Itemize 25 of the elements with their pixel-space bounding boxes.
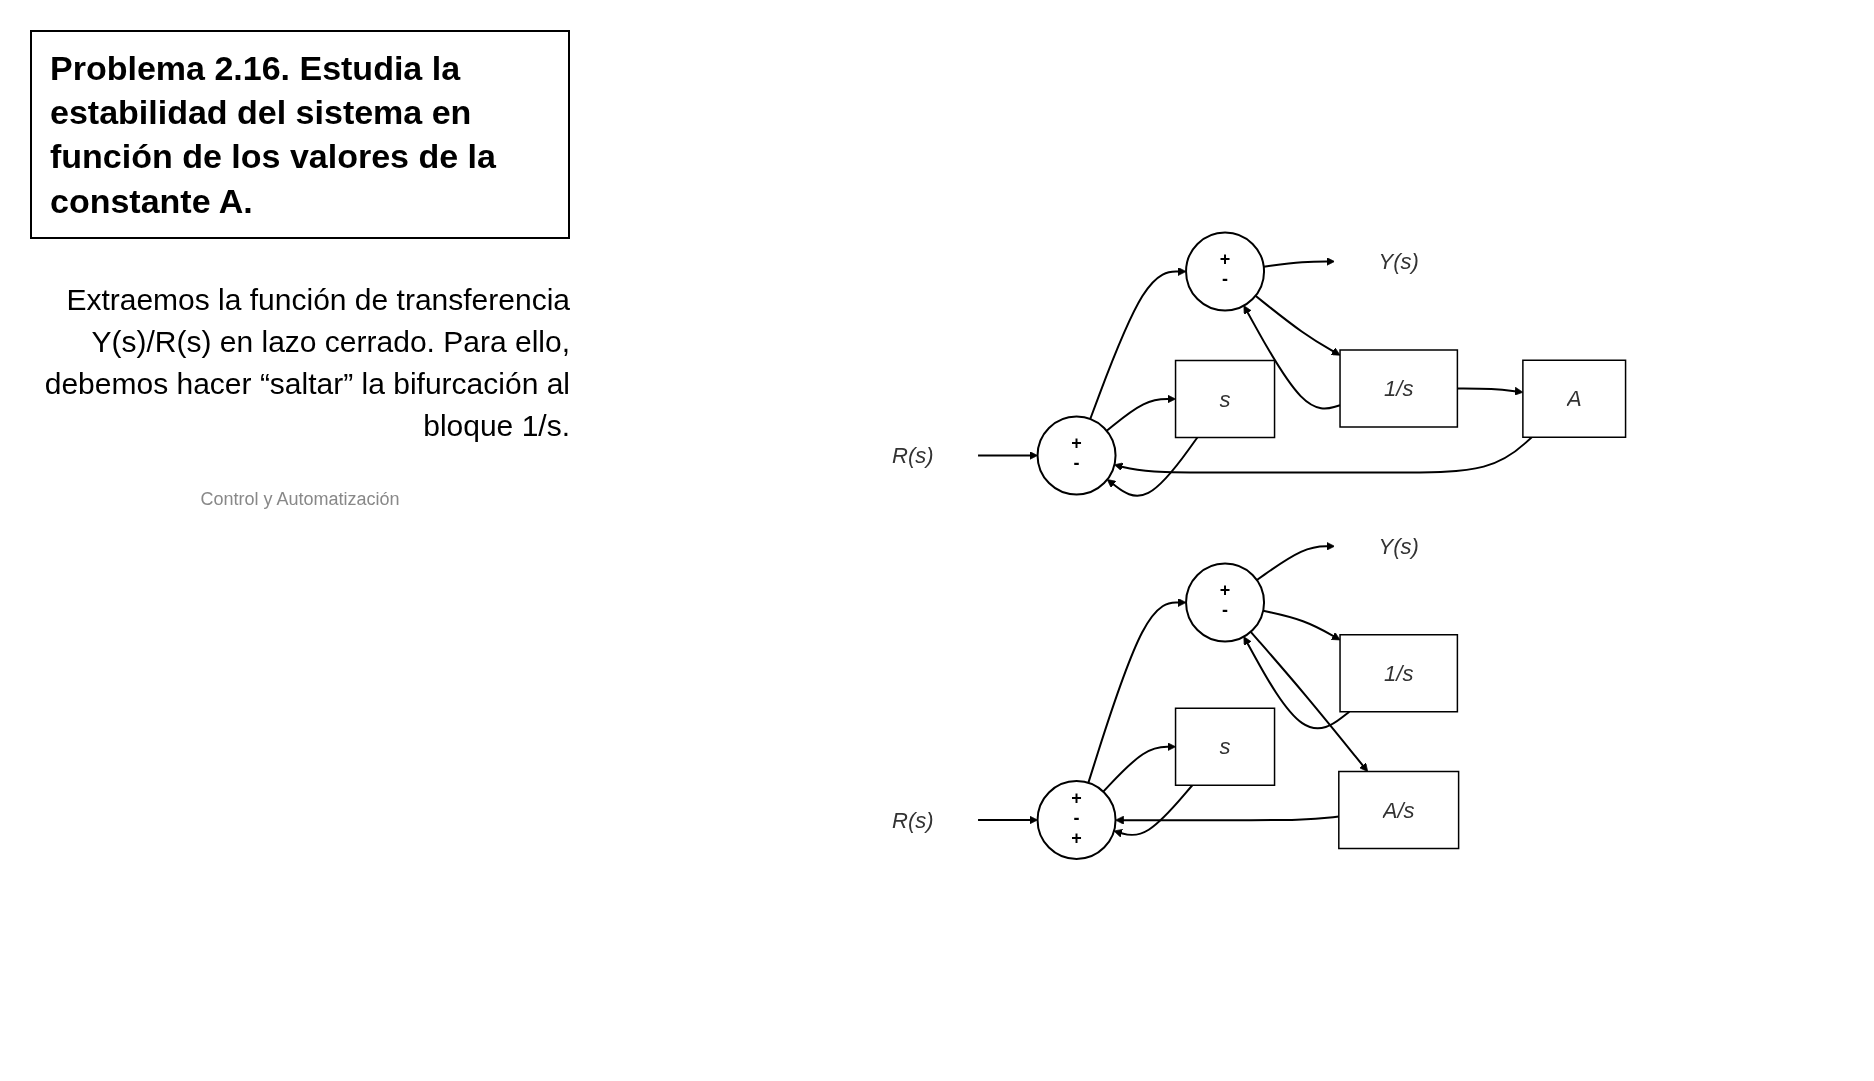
node-text: R(s) xyxy=(892,807,934,832)
node-text: R(s) xyxy=(892,442,934,468)
node-circle: + - xyxy=(1185,231,1266,311)
arrow xyxy=(1087,597,1187,784)
arrow xyxy=(1254,294,1341,356)
arrow xyxy=(1249,630,1369,772)
node-box: 1/s xyxy=(1339,633,1459,712)
node-box: 1/s xyxy=(1339,348,1459,428)
node-circle: + - xyxy=(1036,415,1117,495)
arrow xyxy=(1114,435,1533,473)
arrow xyxy=(1107,436,1199,497)
arrow xyxy=(1243,635,1351,729)
arrow xyxy=(1262,609,1341,640)
note-text: Extraemos la función de transferencia Y(s)/R(s) en lazo cerrado. Para ello, debemos hacer “saltar” la bifurcación al bloque 1/s. xyxy=(43,281,570,444)
node-box: s xyxy=(1175,707,1276,786)
node-box: s xyxy=(1175,359,1276,438)
footer-text: Control y Automatización xyxy=(199,487,401,511)
node-text: Y(s) xyxy=(1378,533,1420,559)
arrow xyxy=(1256,541,1336,581)
node-circle: + - xyxy=(1185,562,1266,642)
node-text: Y(s) xyxy=(1378,248,1420,274)
node-circle: + - + xyxy=(1036,779,1117,860)
arrow xyxy=(1113,783,1194,837)
arrow xyxy=(1089,266,1187,420)
problem-statement: Problema 2.16. Estudia la estabilidad del sistema en función de los valores de la constante A. xyxy=(30,30,570,239)
